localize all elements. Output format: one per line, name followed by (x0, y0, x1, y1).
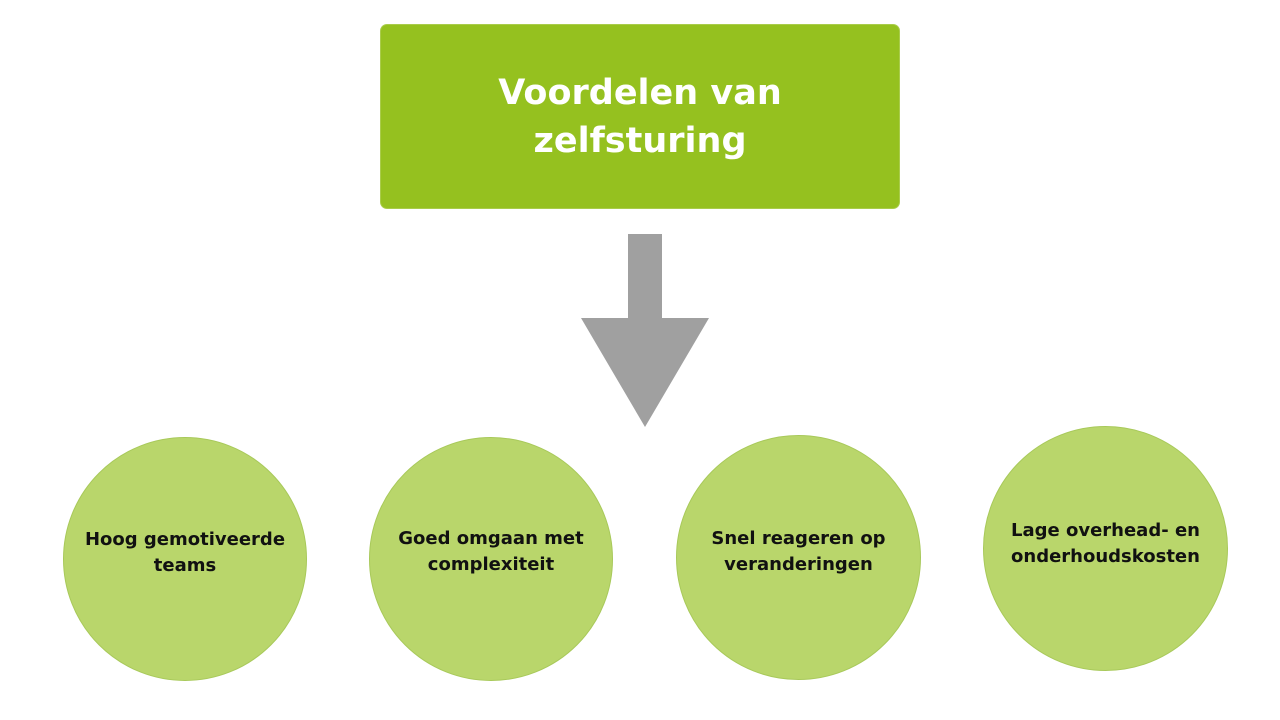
diagram-title: Voordelen van zelfsturing (498, 72, 782, 161)
title-box: Voordelen van zelfsturing (380, 24, 900, 209)
down-arrow-shape (581, 234, 709, 427)
benefit-label-2: Goed omgaan met complexiteit (398, 528, 584, 575)
benefit-circle-4: Lage overhead- en onderhoudskosten (983, 426, 1228, 671)
benefit-circle-2: Goed omgaan met complexiteit (369, 437, 613, 681)
benefit-label-4: Lage overhead- en onderhoudskosten (1011, 519, 1200, 567)
benefit-label-3: Snel reageren op veranderingen (711, 527, 886, 575)
benefit-circle-3: Snel reageren op veranderingen (676, 435, 921, 680)
benefit-label-1: Hoog gemotiveerde teams (84, 529, 286, 576)
benefit-circle-1: Hoog gemotiveerde teams (63, 437, 307, 681)
down-arrow-icon (581, 234, 709, 427)
